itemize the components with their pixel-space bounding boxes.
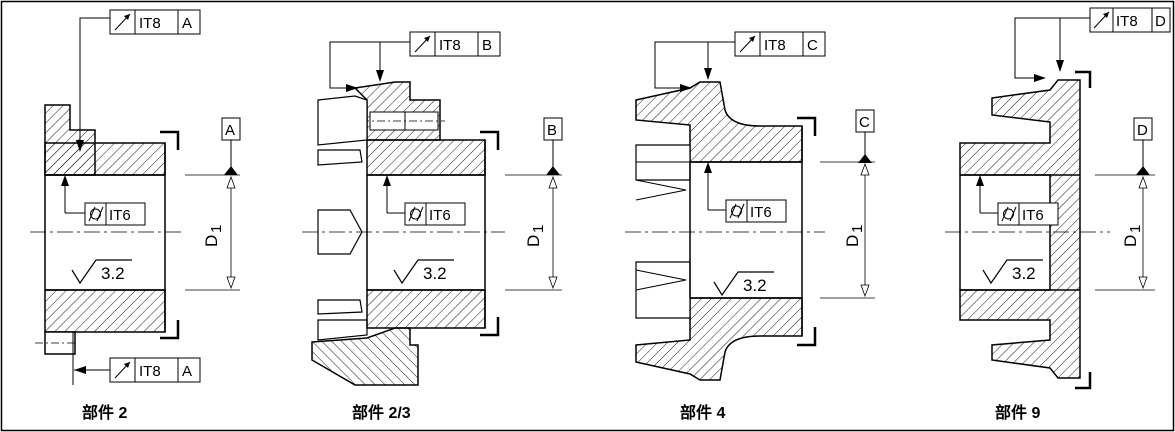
svg-text:IT8: IT8 <box>439 37 461 54</box>
svg-text:D: D <box>524 235 543 247</box>
svg-text:B: B <box>482 37 492 54</box>
part-label: 部件 2 <box>82 403 127 422</box>
roughness-symbol: 3.2 <box>982 259 1043 285</box>
runout-icon <box>114 361 131 379</box>
svg-text:D: D <box>1121 235 1140 247</box>
top-fcf: IT8 A <box>109 9 201 35</box>
dimension-label: D 1 <box>202 225 225 247</box>
svg-text:A: A <box>225 122 235 139</box>
runout-icon <box>414 35 431 53</box>
bore-fcf: IT6 <box>84 202 146 226</box>
svg-text:C: C <box>807 37 818 54</box>
dimension-label: D 1 <box>524 225 547 247</box>
svg-text:3.2: 3.2 <box>743 276 767 295</box>
roughness-symbol: 3.2 <box>713 271 774 297</box>
runout-icon <box>739 35 756 53</box>
top-fcf-grade: IT8 <box>139 15 161 32</box>
top-fcf: IT8 B <box>409 31 501 57</box>
bottom-fcf-datum: A <box>182 363 192 380</box>
svg-text:1: 1 <box>530 225 547 233</box>
part-4-drawing: IT8 C IT6 3.2 C <box>625 31 875 422</box>
svg-text:3.2: 3.2 <box>1012 264 1036 283</box>
svg-text:1: 1 <box>849 225 866 233</box>
svg-text:D: D <box>1137 122 1148 139</box>
runout-icon <box>114 13 131 31</box>
svg-text:C: C <box>859 114 870 131</box>
cylindricity-icon <box>408 206 424 222</box>
cylindricity-icon <box>1001 206 1017 222</box>
datum-b: B <box>543 117 563 175</box>
bottom-fcf-grade: IT8 <box>139 363 161 380</box>
bore-fcf-grade: IT6 <box>109 207 131 224</box>
cylindricity-icon <box>88 206 104 222</box>
runout-icon <box>1093 11 1110 29</box>
roughness-value: 3.2 <box>101 264 125 283</box>
svg-text:IT6: IT6 <box>1022 207 1044 224</box>
part-2-drawing: IT8 A IT6 3.2 <box>30 9 241 422</box>
part-label: 部件 9 <box>995 403 1040 422</box>
part-label: 部件 4 <box>680 403 725 422</box>
svg-text:IT6: IT6 <box>750 204 772 221</box>
svg-text:IT6: IT6 <box>429 207 451 224</box>
bore-fcf: IT6 <box>404 202 466 226</box>
roughness-symbol: 3.2 <box>71 259 132 285</box>
svg-text:D: D <box>843 235 862 247</box>
top-fcf: IT8 C <box>734 31 826 57</box>
cylindricity-icon <box>729 203 745 219</box>
datum-d: D <box>1133 117 1153 175</box>
svg-text:IT8: IT8 <box>764 37 786 54</box>
bottom-fcf: IT8 A <box>109 357 201 383</box>
roughness-symbol: 3.2 <box>393 259 454 285</box>
svg-text:1: 1 <box>208 225 225 233</box>
datum-a: A <box>221 117 241 175</box>
part-2-3-drawing: IT8 B IT6 <box>302 31 563 422</box>
svg-text:IT8: IT8 <box>1116 13 1138 30</box>
svg-text:D: D <box>1155 13 1166 30</box>
part-label: 部件 2/3 <box>352 403 411 422</box>
part-9-drawing: IT8 D IT6 3.2 D <box>945 7 1171 422</box>
dimension-label: D 1 <box>1121 225 1144 247</box>
fcf-leader <box>79 17 110 150</box>
top-fcf: IT8 D <box>1089 7 1171 33</box>
bore-fcf: IT6 <box>725 199 787 223</box>
svg-text:D: D <box>202 235 221 247</box>
svg-text:1: 1 <box>1127 225 1144 233</box>
dimension-label: D 1 <box>843 225 866 247</box>
datum-c: C <box>855 109 875 163</box>
bore-fcf: IT6 <box>997 202 1059 226</box>
svg-text:3.2: 3.2 <box>423 264 447 283</box>
svg-text:B: B <box>547 122 557 139</box>
top-fcf-datum: A <box>182 15 192 32</box>
